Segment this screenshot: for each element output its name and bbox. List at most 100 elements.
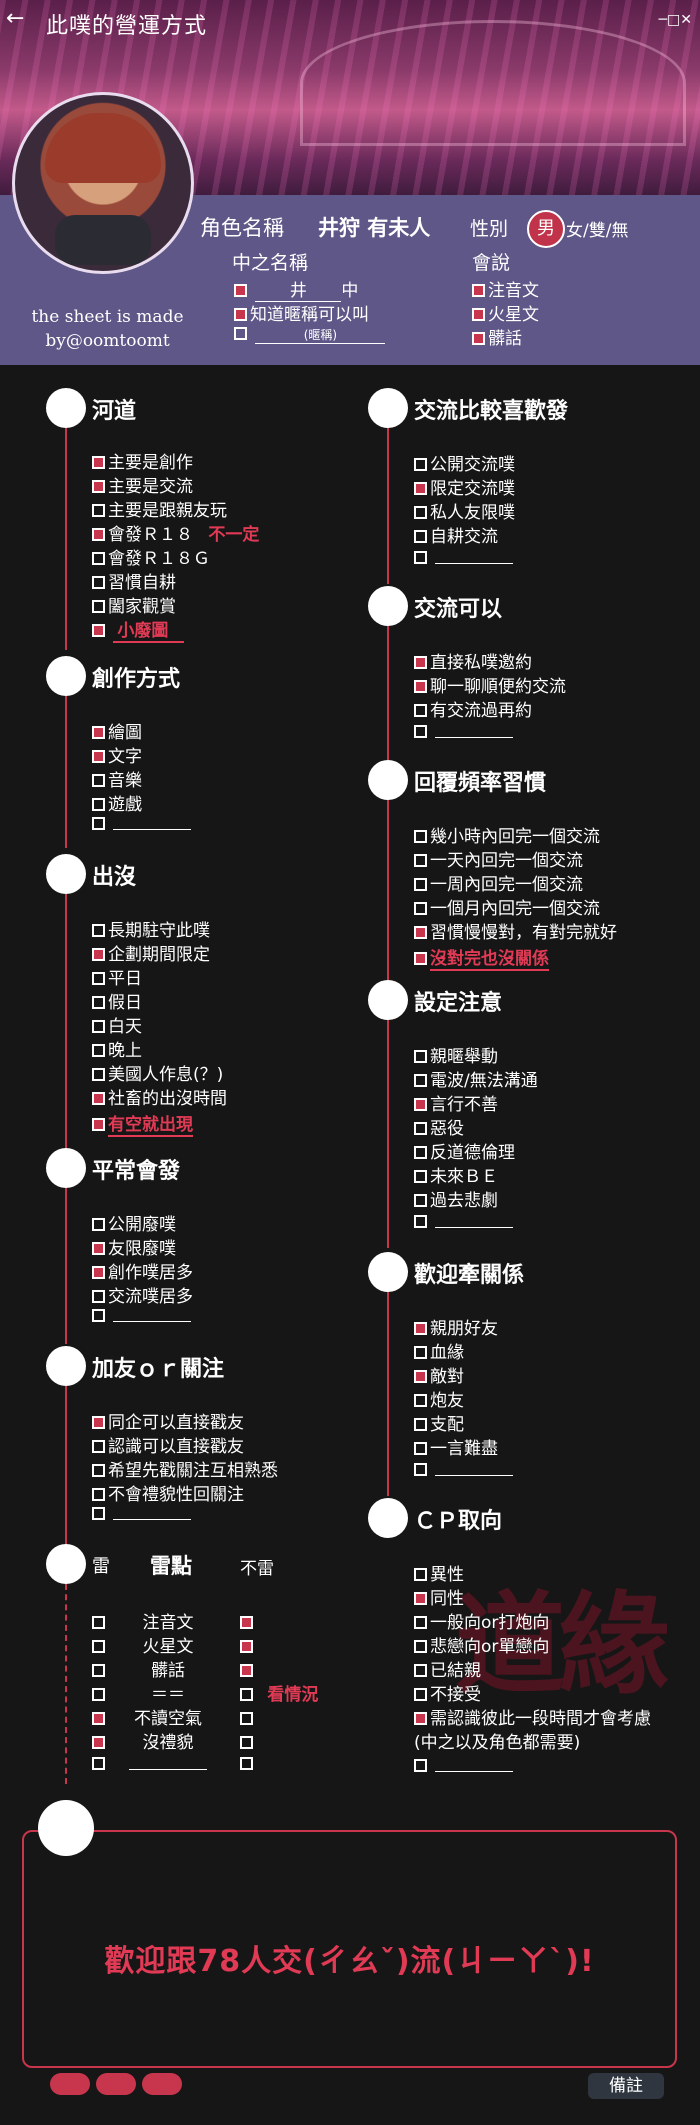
- option-river[interactable]: 會發Ｒ１８Ｇ: [92, 544, 210, 569]
- checkbox[interactable]: [234, 284, 247, 297]
- checkbox[interactable]: [414, 878, 427, 891]
- checkbox-mine[interactable]: [92, 1616, 105, 1629]
- checkbox[interactable]: [414, 1712, 427, 1725]
- option-create[interactable]: 遊戲: [92, 790, 142, 815]
- blank-field[interactable]: [435, 1757, 514, 1772]
- option-cp[interactable]: 需認識彼此一段時間才會考慮: [414, 1704, 651, 1729]
- checkbox[interactable]: [92, 1464, 105, 1477]
- option-create[interactable]: 文字: [92, 742, 142, 767]
- option-friend[interactable]: 同企可以直接戳友: [92, 1408, 244, 1433]
- checkbox[interactable]: [414, 1215, 427, 1228]
- option-reply[interactable]: 一周內回完一個交流: [414, 870, 583, 895]
- checkbox[interactable]: [414, 1098, 427, 1111]
- option-relation[interactable]: 一言難盡: [414, 1434, 498, 1459]
- lang-row[interactable]: 注音文: [472, 276, 539, 301]
- checkbox[interactable]: [414, 725, 427, 738]
- checkbox[interactable]: [92, 1440, 105, 1453]
- option-river[interactable]: 主要是跟親友玩: [92, 496, 227, 521]
- checkbox[interactable]: [414, 482, 427, 495]
- checkbox[interactable]: [92, 948, 105, 961]
- checkbox[interactable]: [92, 1068, 105, 1081]
- checkbox[interactable]: [414, 1194, 427, 1207]
- option-pref[interactable]: 限定交流噗: [414, 474, 515, 499]
- option-pref[interactable]: 自耕交流: [414, 522, 498, 547]
- checkbox[interactable]: [414, 1640, 427, 1653]
- option-caution[interactable]: 惡役: [414, 1114, 464, 1139]
- checkbox[interactable]: [414, 1418, 427, 1431]
- option-pref[interactable]: 公開交流噗: [414, 450, 515, 475]
- option-cp[interactable]: 已結親: [414, 1656, 481, 1681]
- blank-field[interactable]: [435, 723, 514, 738]
- checkbox[interactable]: [92, 600, 105, 613]
- checkbox[interactable]: [92, 924, 105, 937]
- option-create[interactable]: 音樂: [92, 766, 142, 791]
- checkbox[interactable]: [92, 972, 105, 985]
- option-ok-blank[interactable]: [414, 722, 514, 742]
- option-ok[interactable]: 聊一聊順便約交流: [414, 672, 566, 697]
- option-caution[interactable]: 反道德倫理: [414, 1138, 515, 1163]
- option-river[interactable]: 小廢圖: [92, 616, 185, 643]
- option-caution[interactable]: 言行不善: [414, 1090, 498, 1115]
- mine-row[interactable]: 火星文: [92, 1632, 256, 1657]
- checkbox[interactable]: [234, 327, 247, 340]
- checkbox[interactable]: [92, 726, 105, 739]
- checkbox-ok[interactable]: [240, 1616, 253, 1629]
- option-reply[interactable]: 幾小時內回完一個交流: [414, 822, 600, 847]
- checkbox[interactable]: [92, 456, 105, 469]
- checkbox[interactable]: [92, 576, 105, 589]
- checkbox[interactable]: [92, 1092, 105, 1105]
- blank-field[interactable]: [113, 815, 192, 830]
- option-friend[interactable]: 不會禮貌性回關注: [92, 1480, 244, 1505]
- checkbox[interactable]: [414, 680, 427, 693]
- checkbox-mine[interactable]: [92, 1736, 105, 1749]
- option-caution[interactable]: 電波/無法溝通: [414, 1066, 538, 1091]
- option-river[interactable]: 主要是創作: [92, 448, 193, 473]
- checkbox[interactable]: [414, 1322, 427, 1335]
- checkbox[interactable]: [92, 1290, 105, 1303]
- checkbox[interactable]: [92, 1218, 105, 1231]
- checkbox[interactable]: [414, 1122, 427, 1135]
- nick-row-3[interactable]: (暱稱): [234, 324, 386, 344]
- blank-field[interactable]: [435, 1461, 514, 1476]
- option-relation[interactable]: 炮友: [414, 1386, 464, 1411]
- option-ok[interactable]: 直接私噗邀約: [414, 648, 532, 673]
- checkbox[interactable]: [414, 1568, 427, 1581]
- note-button[interactable]: 備註: [588, 2073, 664, 2099]
- option-appear[interactable]: 晚上: [92, 1036, 142, 1061]
- checkbox[interactable]: [414, 1370, 427, 1383]
- checkbox[interactable]: [92, 528, 105, 541]
- checkbox[interactable]: [414, 1074, 427, 1087]
- checkbox[interactable]: [414, 854, 427, 867]
- option-caution[interactable]: 未來ＢＥ: [414, 1162, 498, 1187]
- option-friend[interactable]: 認識可以直接戳友: [92, 1432, 244, 1457]
- checkbox[interactable]: [92, 817, 105, 830]
- mine-row[interactable]: 髒話: [92, 1656, 256, 1681]
- checkbox[interactable]: [414, 458, 427, 471]
- checkbox-ok[interactable]: [240, 1712, 253, 1725]
- checkbox[interactable]: [414, 1664, 427, 1677]
- checkbox[interactable]: [92, 552, 105, 565]
- checkbox[interactable]: [92, 1242, 105, 1255]
- checkbox-ok[interactable]: [240, 1688, 253, 1701]
- checkbox-ok[interactable]: [240, 1664, 253, 1677]
- checkbox[interactable]: [472, 332, 485, 345]
- option-reply[interactable]: 沒對完也沒關係: [414, 944, 549, 971]
- back-arrow-icon[interactable]: ←: [6, 6, 25, 31]
- mine-row[interactable]: ＝＝ 看情況: [92, 1680, 318, 1705]
- option-river[interactable]: 會發Ｒ１８ 不一定: [92, 520, 259, 545]
- option-create[interactable]: 繪圖: [92, 718, 142, 743]
- checkbox[interactable]: [92, 1488, 105, 1501]
- checkbox[interactable]: [92, 1020, 105, 1033]
- checkbox[interactable]: [92, 1416, 105, 1429]
- option-appear[interactable]: 長期駐守此噗: [92, 916, 210, 941]
- footer-pill[interactable]: [142, 2073, 182, 2095]
- option-caution-blank[interactable]: [414, 1212, 514, 1232]
- checkbox[interactable]: [414, 1442, 427, 1455]
- window-controls[interactable]: ─□✕: [658, 12, 692, 28]
- option-river[interactable]: 習慣自耕: [92, 568, 176, 593]
- option-appear[interactable]: 假日: [92, 988, 142, 1013]
- checkbox[interactable]: [414, 1616, 427, 1629]
- blank-field[interactable]: [129, 1755, 207, 1770]
- option-cp[interactable]: 悲戀向or單戀向: [414, 1632, 549, 1657]
- checkbox-ok[interactable]: [240, 1640, 253, 1653]
